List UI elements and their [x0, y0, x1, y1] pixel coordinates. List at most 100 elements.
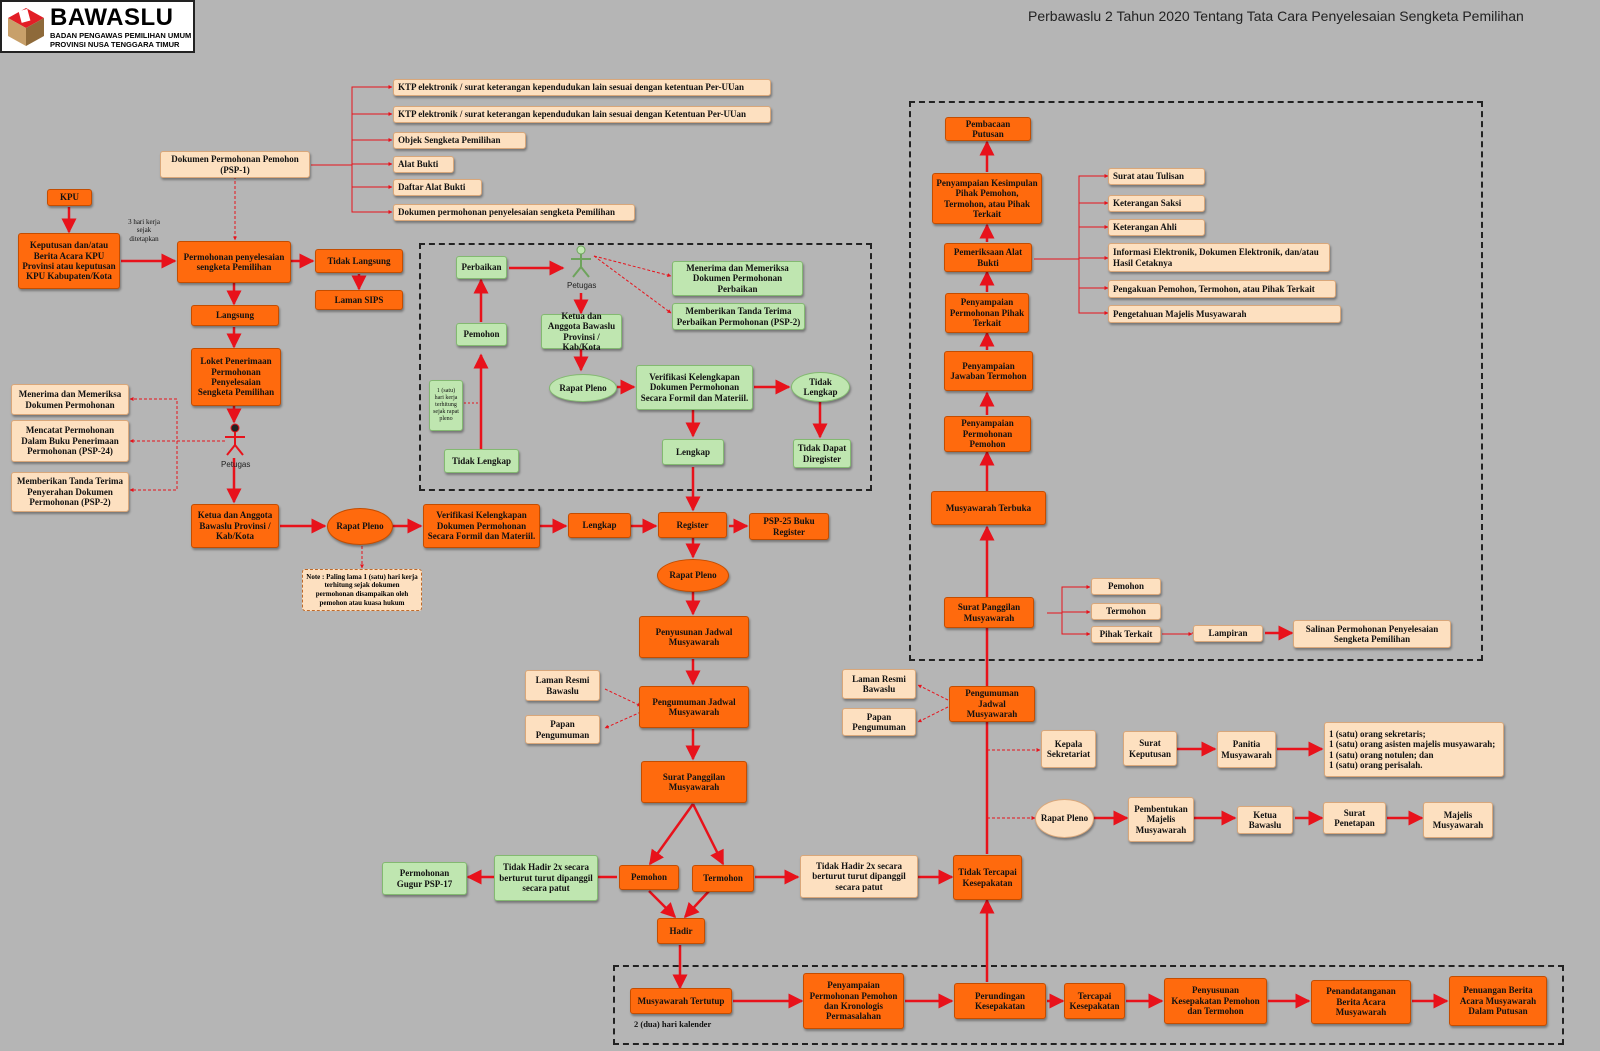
tercapai-node: Tercapai Kesepakatan — [1064, 983, 1125, 1019]
musyawarah-tertutup-group — [613, 965, 1564, 1045]
tiga-hari-note: 3 hari kerja sejak ditetapkan — [128, 218, 160, 243]
termohon-center: Termohon — [692, 865, 754, 892]
rapat-pleno-1: Rapat Pleno — [327, 508, 393, 545]
register-node: Register — [658, 512, 727, 538]
petugas-green-person-icon — [571, 245, 591, 278]
logo-line2: PROVINSI NUSA TENGGARA TIMUR — [50, 40, 180, 50]
dokumen-permohonan-node: Dokumen Permohonan Pemohon (PSP-1) — [160, 151, 310, 178]
doc-ktp-1: KTP elektronik / surat keterangan kepend… — [393, 79, 771, 96]
pemohon-right: Pemohon — [1091, 578, 1161, 595]
loket-node: Loket Penerimaan Permohonan Penyelesaian… — [191, 348, 281, 406]
salinan-node: Salinan Permohonan Penyelesaian Sengketa… — [1293, 620, 1451, 648]
kpu-node: KPU — [47, 189, 92, 206]
satu-hari-note: 1 (satu) hari kerja terhitung sejak rapa… — [429, 380, 463, 431]
papan-center: Papan Pengumuman — [525, 715, 600, 744]
tidak-tercapai-node: Tidak Tercapai Kesepakatan — [953, 855, 1022, 900]
penyampaian-termohon: Penyampaian Jawaban Termohon — [944, 351, 1033, 391]
penyampaian-kesimpulan: Penyampaian Kesimpulan Pihak Pemohon, Te… — [932, 173, 1042, 224]
pengumuman-jadwal-right: Pengumuman Jadwal Musyawarah — [949, 686, 1035, 722]
surat-penetapan: Surat Penetapan — [1323, 802, 1386, 834]
penuangan-node: Penuangan Berita Acara Musyawarah Dalam … — [1449, 976, 1547, 1026]
petugas-person-icon — [225, 423, 245, 456]
pemohon-perbaikan-node: Pemohon — [456, 323, 507, 346]
doc-ktp-2: KTP elektronik / surat keterangan kepend… — [393, 106, 771, 123]
pengumuman-jadwal-center: Pengumuman Jadwal Musyawarah — [639, 686, 749, 728]
dua-hari-label: 2 (dua) hari kalender — [634, 1019, 712, 1029]
laman-resmi-right: Laman Resmi Bawaslu — [842, 669, 916, 699]
rapat-pleno-right: Rapat Pleno — [1035, 799, 1094, 838]
perbaikan-group — [419, 243, 872, 491]
menerima-node: Menerima dan Memeriksa Dokumen Permohona… — [11, 384, 129, 415]
ketua-bawaslu: Ketua Bawaslu — [1237, 806, 1293, 834]
surat-keputusan: Surat Keputusan — [1123, 731, 1177, 766]
laman-sips-node: Laman SIPS — [315, 290, 403, 310]
ketua-perbaikan-node: Ketua dan Anggota Bawaslu Provinsi / Kab… — [541, 311, 622, 352]
surat-panggilan-center: Surat Panggilan Musyawarah — [641, 761, 747, 803]
papan-right: Papan Pengumuman — [842, 708, 916, 736]
menerima-perbaikan-node: Menerima dan Memeriksa Dokumen Permohona… — [672, 261, 803, 296]
tidak-hadir-termohon: Tidak Hadir 2x secara berturut turut dip… — [800, 855, 918, 898]
surat-panggilan-right: Surat Panggilan Musyawarah — [944, 597, 1034, 628]
ballot-box-icon — [8, 8, 44, 46]
permohonan-node: Permohonan penyelesaian sengketa Pemilih… — [177, 241, 291, 283]
panitia-musyawarah: Panitia Musyawarah — [1217, 731, 1276, 768]
memberikan-perbaikan-node: Memberikan Tanda Terima Perbaikan Permoh… — [672, 303, 805, 330]
note-box: Note : Paling lama 1 (satu) hari kerja t… — [302, 569, 422, 611]
pemohon-center: Pemohon — [619, 865, 679, 890]
majelis-musyawarah: Majelis Musyawarah — [1423, 802, 1493, 838]
musyawarah-terbuka: Musyawarah Terbuka — [931, 491, 1046, 525]
bukti-ahli: Keterangan Ahli — [1108, 219, 1205, 236]
psp25-node: PSP-25 Buku Register — [749, 513, 829, 540]
termohon-right: Termohon — [1091, 603, 1161, 620]
ketua-anggota-node: Ketua dan Anggota Bawaslu Provinsi / Kab… — [191, 504, 279, 548]
permohonan-gugur: Permohonan Gugur PSP-17 — [382, 862, 467, 895]
rapat-pleno-perbaikan: Rapat Pleno — [549, 374, 617, 402]
memberikan-node: Memberikan Tanda Terima Penyerahan Dokum… — [11, 472, 129, 512]
perundingan-node: Perundingan Kesepakatan — [954, 983, 1046, 1019]
petugas-label: Petugas — [221, 460, 251, 469]
penyampaian-kronologis: Penyampaian Permohonan Pemohon dan Krono… — [803, 973, 904, 1029]
penyusunan-kesepakatan: Penyusunan Kesepakatan Pemohon dan Termo… — [1164, 978, 1267, 1024]
rapat-pleno-center: Rapat Pleno — [657, 559, 729, 592]
pembacaan-putusan: Pembacaan Putusan — [945, 117, 1031, 141]
penandatanganan-node: Penandatanganan Berita Acara Musyawarah — [1311, 980, 1411, 1024]
mencatat-node: Mencatat Permohonan Dalam Buku Penerimaa… — [11, 420, 129, 462]
tidak-lengkap-node: Tidak Lengkap — [444, 449, 519, 473]
bukti-pengakuan: Pengakuan Pemohon, Termohon, atau Pihak … — [1108, 280, 1336, 298]
doc-alat-bukti: Alat Bukti — [393, 156, 454, 173]
lengkap-node: Lengkap — [568, 513, 631, 538]
penyampaian-pihak-terkait: Penyampaian Permohonan Pihak Terkait — [945, 293, 1029, 333]
penyampaian-pemohon: Penyampaian Permohonan Pemohon — [944, 416, 1031, 452]
doc-daftar-alat-bukti: Daftar Alat Bukti — [393, 179, 482, 196]
musyawarah-tertutup: Musyawarah Tertutup — [630, 988, 732, 1014]
lampiran-node: Lampiran — [1193, 625, 1263, 642]
pembentukan-majelis: Pembentukan Majelis Musyawarah — [1128, 797, 1194, 842]
keputusan-node: Keputusan dan/atau Berita Acara KPU Prov… — [18, 233, 120, 289]
panitia-list: 1 (satu) orang sekretaris; 1 (satu) oran… — [1324, 722, 1504, 777]
doc-objek: Objek Sengketa Pemilihan — [393, 132, 526, 149]
hadir-node: Hadir — [657, 918, 705, 944]
laman-resmi-center: Laman Resmi Bawaslu — [525, 670, 600, 701]
tidak-lengkap-ellipse: Tidak Lengkap — [791, 372, 850, 402]
langsung-node: Langsung — [191, 305, 279, 326]
tidak-dapat-diregister-node: Tidak Dapat Diregister — [793, 439, 851, 468]
perbaikan-node: Perbaikan — [456, 256, 507, 279]
lengkap-perbaikan-node: Lengkap — [662, 439, 724, 465]
bukti-informasi: Informasi Elektronik, Dokumen Elektronik… — [1108, 243, 1330, 272]
logo-line1: BADAN PENGAWAS PEMILIHAN UMUM — [50, 31, 192, 40]
pemeriksaan-alat-bukti: Pemeriksaan Alat Bukti — [944, 243, 1032, 272]
tidak-hadir-pemohon: Tidak Hadir 2x secara berturut turut dip… — [494, 855, 598, 901]
page-title: Perbawaslu 2 Tahun 2020 Tentang Tata Car… — [1028, 8, 1524, 24]
penyusunan-jadwal-node: Penyusunan Jadwal Musyawarah — [639, 616, 749, 658]
verifikasi-node: Verifikasi Kelengkapan Dokumen Permohona… — [423, 504, 540, 548]
bukti-surat: Surat atau Tulisan — [1108, 168, 1205, 185]
tidak-langsung-node: Tidak Langsung — [315, 249, 403, 273]
petugas-green-label: Petugas — [567, 281, 597, 290]
doc-permohonan: Dokumen permohonan penyelesaian sengketa… — [393, 204, 635, 221]
logo-name: BAWASLU — [50, 4, 174, 31]
musyawarah-terbuka-group — [909, 101, 1483, 661]
